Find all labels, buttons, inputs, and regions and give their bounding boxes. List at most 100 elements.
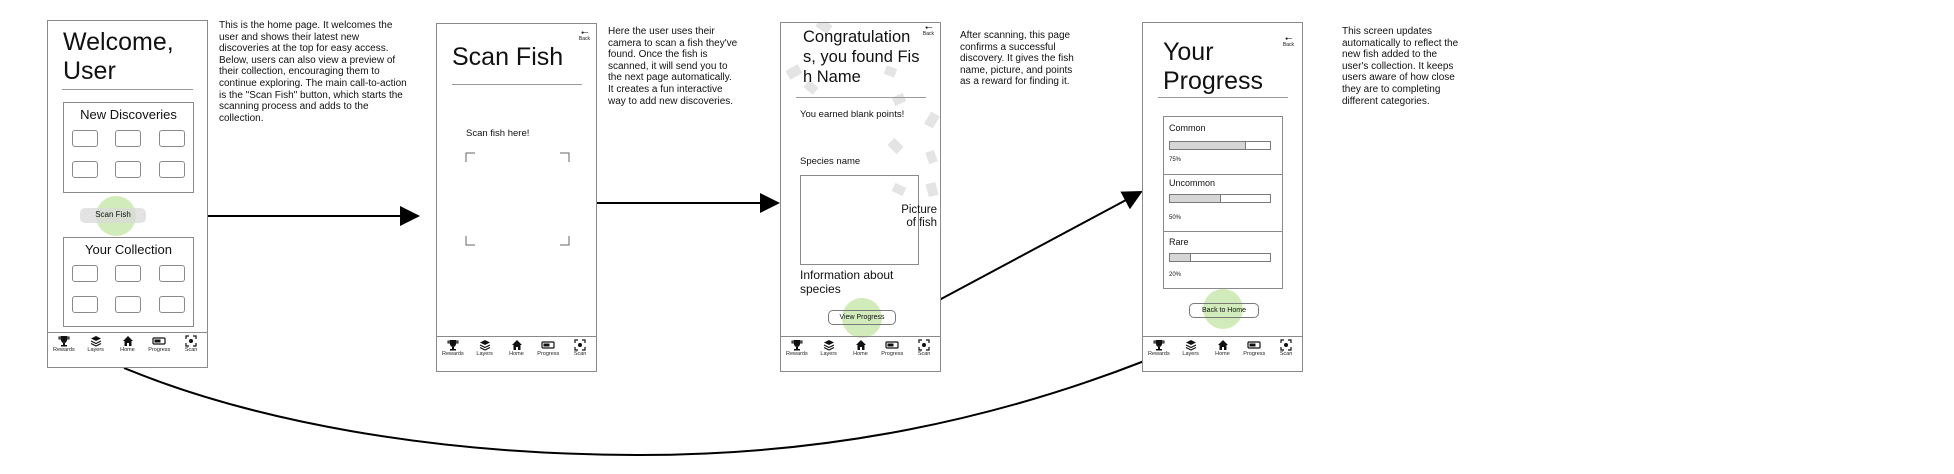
- scan-screen: ●⎯⎯ Back Scan Fish Scan fish here! Rewar…: [436, 23, 597, 372]
- progress-screen: ●⎯⎯ Back Your Progress Common 75% Uncomm…: [1142, 22, 1303, 372]
- progress-bar: [1169, 141, 1271, 150]
- collection-slot[interactable]: [115, 296, 141, 313]
- scan-icon: [909, 339, 939, 351]
- congrats-annotation: After scanning, this page confirms a suc…: [960, 30, 1074, 88]
- nav-item-progress[interactable]: Progress: [533, 339, 563, 358]
- nav-item-label: Home: [120, 347, 135, 353]
- back-link[interactable]: ●⎯⎯ Back: [578, 30, 590, 42]
- nav-item-progress[interactable]: Progress: [1239, 339, 1269, 358]
- trophy-icon: [1144, 339, 1174, 351]
- nav-item-progress[interactable]: Progress: [144, 335, 174, 354]
- nav-item-label: Progress: [1243, 351, 1266, 357]
- nav-item-label: Progress: [148, 347, 171, 353]
- nav-item-rewards[interactable]: Rewards: [49, 335, 79, 354]
- nav-item-rewards[interactable]: Rewards: [438, 339, 468, 358]
- page-title: Scan Fish: [452, 43, 564, 71]
- discovery-slot[interactable]: [159, 161, 185, 178]
- nav-item-layers[interactable]: Layers: [1176, 339, 1206, 358]
- collection-slot[interactable]: [159, 265, 185, 282]
- nav-item-progress[interactable]: Progress: [877, 339, 907, 358]
- nav-item-label: Scan: [184, 347, 198, 353]
- category-percent: 20%: [1169, 272, 1182, 278]
- discovery-slot[interactable]: [159, 130, 185, 147]
- nav-item-layers[interactable]: Layers: [81, 335, 111, 354]
- scan-fish-button[interactable]: Scan Fish: [80, 208, 146, 223]
- collection-slot[interactable]: [115, 265, 141, 282]
- nav-item-layers[interactable]: Layers: [470, 339, 500, 358]
- category-name: Rare: [1169, 237, 1189, 247]
- nav-item-label: Scan: [917, 351, 931, 357]
- home-icon: [1208, 339, 1238, 351]
- progress-annotation: This screen updates automatically to ref…: [1342, 26, 1459, 107]
- layers-icon: [470, 339, 500, 351]
- points-text: You earned blank points!: [800, 109, 905, 120]
- menu-dots-icon: ●⎯⎯: [925, 25, 932, 31]
- confetti-piece: [785, 64, 803, 80]
- new-discoveries-panel: New Discoveries: [63, 102, 194, 193]
- nav-item-label: Rewards: [442, 351, 464, 357]
- back-to-home-button[interactable]: Back to Home: [1189, 303, 1259, 318]
- back-link[interactable]: ●⎯⎯ Back: [922, 25, 934, 37]
- nav-item-layers[interactable]: Layers: [814, 339, 844, 358]
- nav-item-label: Layers: [476, 351, 493, 357]
- scan-prompt: Scan fish here!: [466, 128, 530, 139]
- your-collection-heading: Your Collection: [85, 242, 172, 257]
- nav-item-rewards[interactable]: Rewards: [1144, 339, 1174, 358]
- collection-slot[interactable]: [159, 296, 185, 313]
- species-name: Species name: [800, 156, 861, 167]
- page-title: Welcome, User: [63, 28, 174, 85]
- discovery-slot[interactable]: [72, 130, 98, 147]
- layers-icon: [1176, 339, 1206, 351]
- confetti-piece: [891, 92, 907, 107]
- nav-item-scan[interactable]: Scan: [1271, 339, 1301, 358]
- confetti-piece: [924, 111, 940, 129]
- progress-bar-fill: [1170, 254, 1191, 261]
- home-screen: Welcome, User New Discoveries Scan Fish …: [47, 20, 208, 368]
- camera-viewfinder[interactable]: [465, 152, 570, 246]
- tap-highlight: [842, 298, 882, 338]
- scan-annotation: Here the user uses their camera to scan …: [608, 26, 738, 107]
- category-common: Common 75%: [1164, 117, 1282, 175]
- discovery-slot[interactable]: [115, 130, 141, 147]
- title-divider: [452, 84, 582, 85]
- scan-icon: [1271, 339, 1301, 351]
- collection-slot[interactable]: [72, 265, 98, 282]
- back-link[interactable]: ●⎯⎯ Back: [1282, 36, 1294, 48]
- title-divider: [62, 89, 193, 90]
- nav-item-home[interactable]: Home: [502, 339, 532, 358]
- confetti-piece: [925, 149, 938, 165]
- new-discoveries-heading: New Discoveries: [80, 107, 177, 122]
- nav-item-label: Layers: [1182, 351, 1199, 357]
- nav-item-scan[interactable]: Scan: [565, 339, 595, 358]
- page-title: Your Progress: [1163, 38, 1264, 95]
- layers-icon: [81, 335, 111, 347]
- layers-icon: [814, 339, 844, 351]
- nav-item-rewards[interactable]: Rewards: [782, 339, 812, 358]
- nav-item-label: Layers: [820, 351, 837, 357]
- home-icon: [113, 335, 143, 347]
- nav-item-home[interactable]: Home: [113, 335, 143, 354]
- progress-bar-fill: [1170, 142, 1246, 149]
- category-percent: 50%: [1169, 215, 1182, 221]
- home-icon: [502, 339, 532, 351]
- nav-item-home[interactable]: Home: [1208, 339, 1238, 358]
- discovery-slot[interactable]: [115, 161, 141, 178]
- categories-panel: Common 75% Uncommon 50% Rare 20%: [1163, 116, 1283, 289]
- species-info: Information about species: [800, 268, 894, 296]
- confetti-piece: [887, 137, 904, 155]
- discovery-slot[interactable]: [72, 161, 98, 178]
- collection-slot[interactable]: [72, 296, 98, 313]
- view-progress-button[interactable]: View Progress: [828, 310, 896, 325]
- nav-item-scan[interactable]: Scan: [176, 335, 206, 354]
- menu-dots-icon: ●⎯⎯: [1285, 36, 1292, 42]
- progress-bar: [1169, 253, 1271, 262]
- menu-dots-icon: ●⎯⎯: [581, 30, 588, 36]
- title-divider: [1158, 97, 1288, 98]
- nav-item-scan[interactable]: Scan: [909, 339, 939, 358]
- nav-item-home[interactable]: Home: [846, 339, 876, 358]
- fish-picture-frame: [800, 175, 919, 265]
- progress-bar: [1169, 194, 1271, 203]
- fish-picture-label: Picture of fish: [901, 204, 937, 229]
